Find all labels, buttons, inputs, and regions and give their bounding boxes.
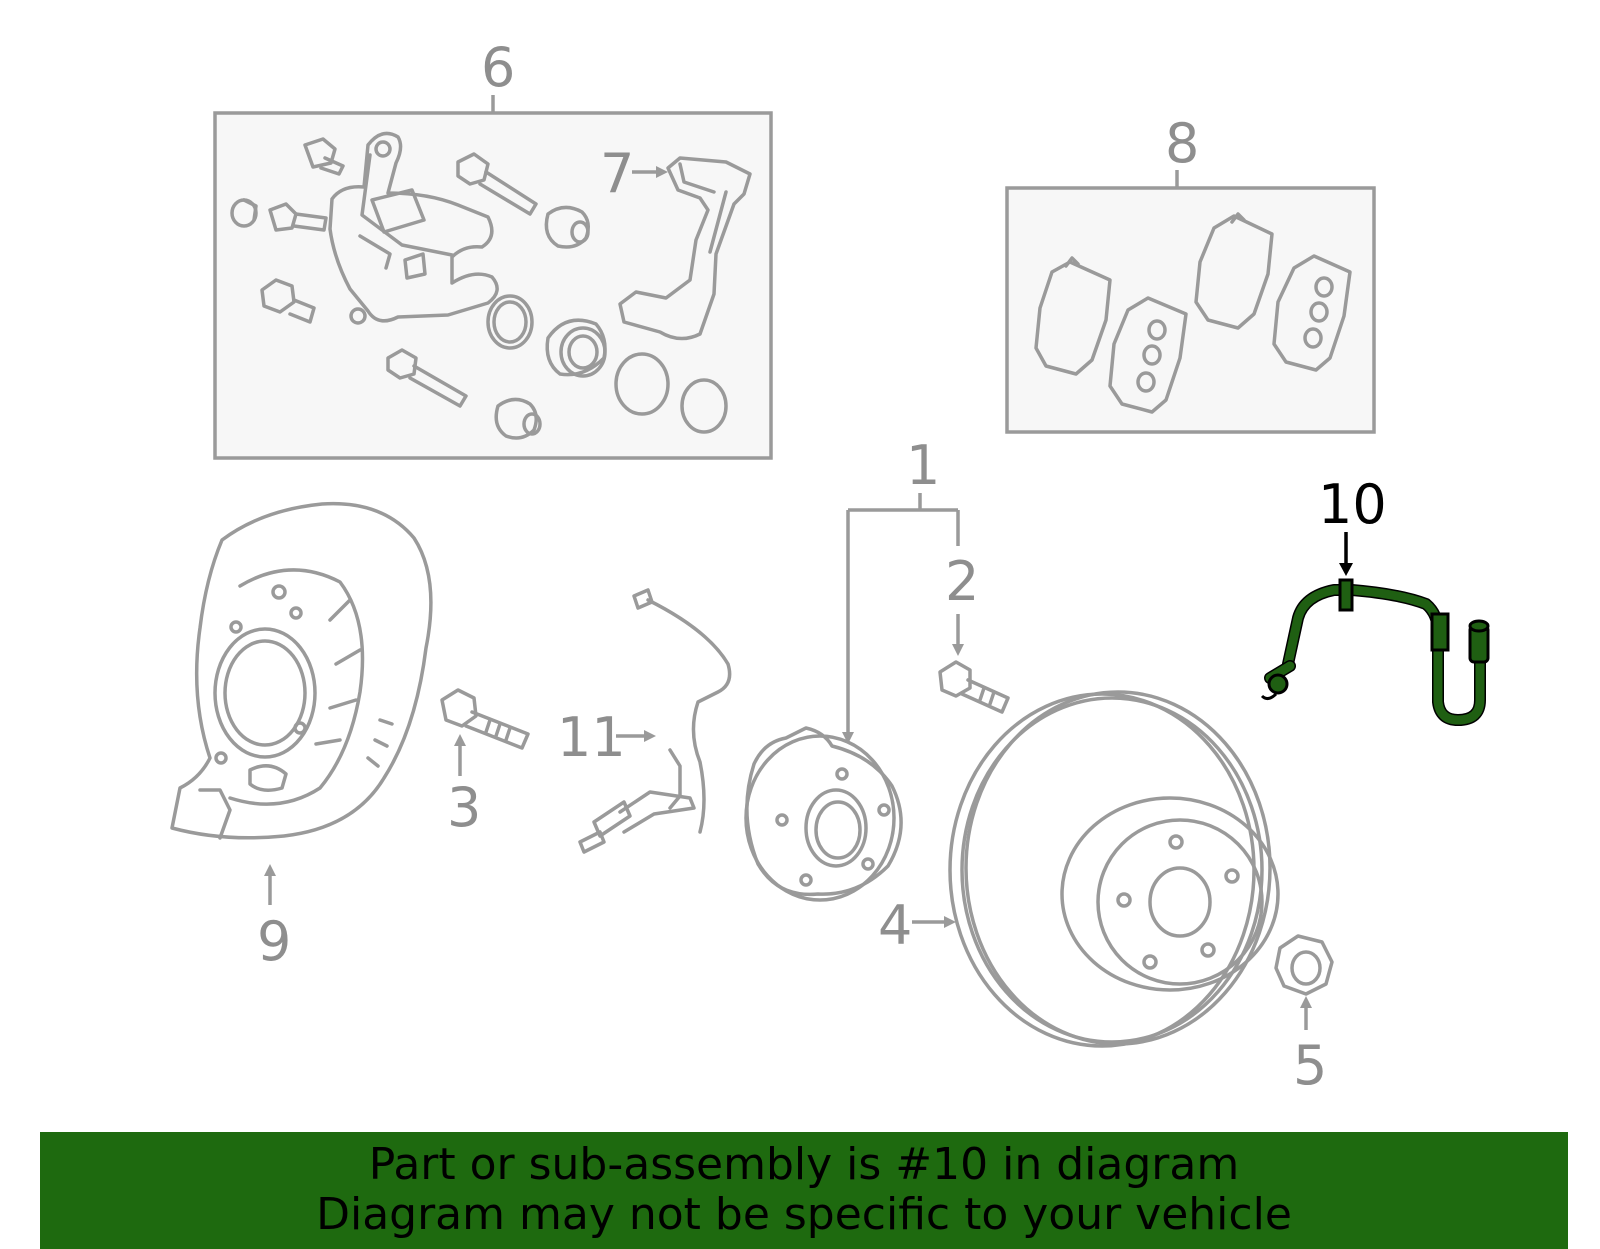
- splash-shield: [170, 501, 433, 840]
- callout-7: 7: [600, 142, 668, 205]
- brake-hose[interactable]: [1260, 578, 1490, 726]
- ring: [680, 378, 728, 434]
- wheel-hub: [744, 726, 903, 902]
- guide-pin-lower: [386, 348, 468, 408]
- callout-1-arrow: [842, 732, 854, 744]
- callout-4: 4: [878, 894, 956, 957]
- caliper-body: [328, 131, 499, 325]
- mounting-bolt: [440, 688, 530, 750]
- abs-sensor-group: 11: [557, 588, 732, 854]
- dust-boot-ring: [614, 352, 670, 416]
- callout-8-label: 8: [1165, 112, 1199, 175]
- callout-5-label: 5: [1293, 1034, 1327, 1097]
- wheel-stud: [938, 660, 1010, 714]
- callout-5: 5: [1293, 996, 1327, 1097]
- bleeder-screw: [303, 137, 345, 176]
- mount-bolt: [260, 278, 316, 324]
- callout-9: 9: [257, 864, 291, 973]
- brake-rotor: [948, 690, 1280, 1048]
- piston-seal: [486, 294, 534, 350]
- caliper-assembly-group: 7 6: [213, 36, 773, 460]
- boot-upper: [544, 205, 590, 249]
- brake-pad-1: [1034, 256, 1112, 376]
- caliper-mount-bracket: [618, 156, 752, 341]
- callout-1-label: 1: [906, 434, 940, 497]
- lug-nut-group: 5: [1274, 934, 1334, 1097]
- rotor-group: 4: [878, 690, 1280, 1048]
- callout-11: 11: [557, 706, 656, 769]
- callout-1-bracket: [846, 493, 960, 736]
- callout-10-label: 10: [1318, 473, 1387, 536]
- hub-group: 1 2: [744, 434, 1010, 902]
- pad-kit-box: [1005, 186, 1376, 434]
- abs-sensor: [578, 588, 732, 854]
- guide-pin-upper: [456, 152, 538, 216]
- boot-lower: [494, 397, 542, 440]
- banner-line-2: Diagram may not be specific to your vehi…: [316, 1189, 1292, 1240]
- caliper-kit-box: [213, 111, 773, 460]
- callout-9-label: 9: [257, 910, 291, 973]
- callout-11-label: 11: [557, 706, 626, 769]
- cap: [230, 198, 258, 228]
- brake-hose-group[interactable]: 10: [1260, 473, 1490, 726]
- piston: [545, 318, 607, 378]
- callout-10: 10: [1318, 473, 1387, 576]
- brake-pad-group: 8: [1005, 112, 1376, 434]
- brake-pad-3: [1194, 212, 1274, 330]
- callout-3-label: 3: [447, 776, 481, 839]
- info-banner: Part or sub-assembly is #10 in diagram D…: [40, 1132, 1568, 1249]
- mounting-bolt-group: 3: [440, 688, 530, 839]
- callout-7-label: 7: [600, 142, 634, 205]
- callout-2: 2: [945, 550, 979, 656]
- callout-4-label: 4: [878, 894, 912, 957]
- callout-2-label: 2: [945, 550, 979, 613]
- callout-6-label: 6: [481, 36, 515, 99]
- brake-pad-4: [1272, 254, 1352, 372]
- banner-line-1: Part or sub-assembly is #10 in diagram: [368, 1139, 1240, 1190]
- lug-nut: [1274, 934, 1334, 996]
- brake-pad-2: [1108, 296, 1188, 414]
- fitting-bolt: [268, 202, 328, 232]
- splash-shield-group: 9: [170, 501, 433, 973]
- callout-3: 3: [447, 734, 481, 839]
